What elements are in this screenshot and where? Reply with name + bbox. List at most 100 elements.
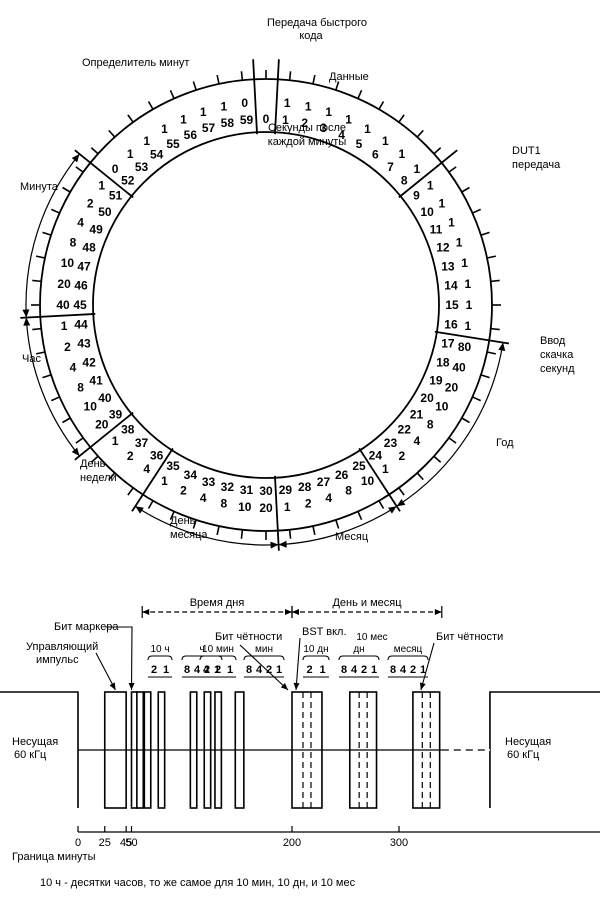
second-15: 15 [445,298,459,312]
ring-tick [480,231,490,236]
year-label: Год [496,437,514,449]
ring-tick [75,166,84,173]
bcd-digit: 8 [184,664,190,676]
second-40: 40 [98,391,112,405]
ring-tick [433,455,442,463]
ring-tick [50,396,60,402]
ring-tick [75,437,84,444]
ring-tick [312,525,316,536]
carrier-left-line2: 60 кГц [14,749,47,761]
bcd-digit: 4 [203,664,210,676]
ring-tick [62,186,71,193]
ring-ticks [31,70,501,540]
ring-tick [357,511,363,521]
hour-value: 8 [77,381,84,395]
dut1_negative-value: 1 [466,298,473,312]
ring-tick [35,255,46,259]
field-arc [134,505,279,546]
ring-tick [288,529,292,539]
ring-tick [461,186,470,193]
dut1-label-line1: DUT1 [512,145,541,157]
day_of_month-value: 10 [238,500,252,514]
dut1_positive-value: 1 [414,162,421,176]
second-18: 18 [436,355,450,369]
dut1_negative-value: 1 [438,197,445,211]
bcd-digit: 4 [194,664,201,676]
carrier-waveform [0,691,600,809]
ring-tick [486,351,497,355]
weekday-value: 1 [112,434,119,448]
ring-inner [92,131,440,479]
bcd-digit: 2 [204,664,210,676]
control-pulse-label-line1: Управляющий [26,641,98,653]
day-month-range-head [434,609,442,615]
parity-left-leader [239,644,289,691]
second-24: 24 [369,448,383,462]
bcd-digit: 1 [319,664,325,676]
year-value: 10 [435,400,449,414]
label-leaders [95,626,435,691]
parity-right-label: Бит чётности [436,631,503,643]
time-of-day-range-head [142,609,150,615]
ring-tick [192,81,197,91]
ring-tick [398,114,405,123]
ring-tick [35,351,46,355]
data-label: Данные [329,71,369,83]
second-8: 8 [401,174,408,188]
dut1_positive-value: 1 [325,105,332,119]
dut1_positive-value: 1 [305,99,312,113]
ring-tick [490,327,500,331]
second-11: 11 [430,222,443,236]
ring-field-boundary [274,475,280,551]
bcd-digit: 4 [400,664,407,676]
ring-tick [169,89,175,99]
minute-value: 2 [87,197,94,211]
second-27: 27 [317,475,331,489]
ring-tick [32,327,42,331]
second-23: 23 [384,436,398,450]
second-21: 21 [410,407,424,421]
second-55: 55 [166,137,180,151]
ring-field-boundary [434,330,510,345]
axis-tick-label: 25 [99,837,111,849]
marker-value: 1 [127,147,134,161]
bcd-bracket [243,655,285,661]
year-value: 2 [398,449,405,463]
parity-right-leader-head [419,682,426,690]
second-7: 7 [387,160,394,174]
bcd-bracket [338,655,380,661]
dut1_negative-value: 1 [461,256,468,270]
second-16: 16 [444,317,458,331]
time-of-day-range-head [285,609,292,615]
leap-label-line3: секунд [540,363,575,375]
bst-leader [295,637,301,691]
second-37: 37 [135,436,149,450]
field-arc [25,153,80,318]
second-13: 13 [441,259,455,273]
ring-field-boundary [252,59,258,135]
second-29: 29 [279,483,293,497]
fast-code-label-line2: кода [299,30,323,42]
weekday-label-line1: День [80,458,106,470]
second-4: 4 [338,128,345,142]
second-51: 51 [109,189,123,203]
ring-tick [416,129,424,138]
field-arc [396,342,504,507]
carrier-left-line1: Несущая [12,736,58,748]
second-1: 1 [282,113,289,127]
ring-field-boundary [274,59,280,135]
marker-value: 0 [241,96,248,110]
field-arc [278,505,398,546]
arc-arrowhead [498,342,506,351]
arc-arrowhead [270,541,279,549]
ring-tick [108,129,116,138]
minute-label: Минута [20,181,59,193]
parity-left-leader-head [280,683,288,690]
bcd-digit: 2 [410,664,416,676]
ring-tick [486,255,497,259]
ring-tick [357,89,363,99]
bcd-digit: 4 [351,664,358,676]
ring-tick [42,374,52,379]
